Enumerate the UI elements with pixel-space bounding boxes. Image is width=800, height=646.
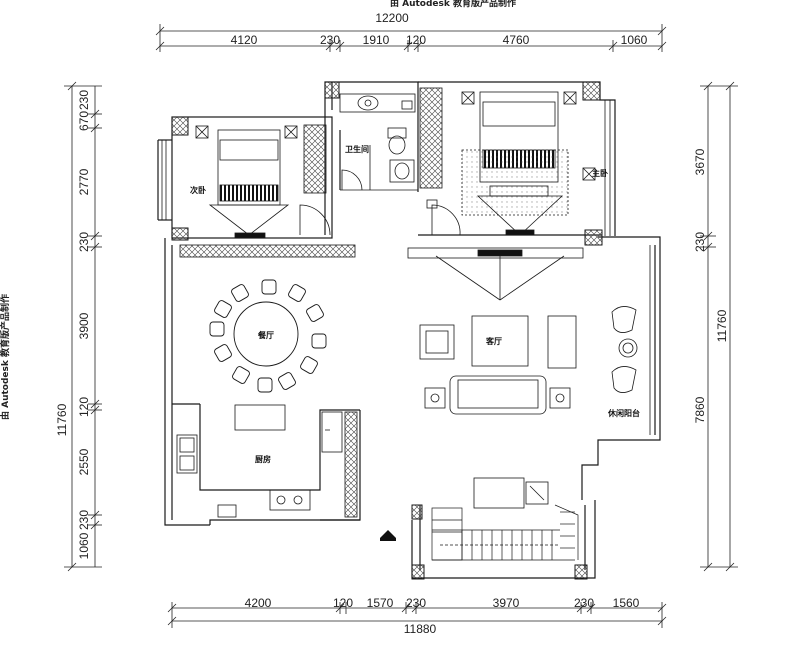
- room-label-bathroom: 卫生间: [345, 144, 369, 154]
- bottom-dimension-4: 230: [406, 596, 426, 610]
- left-dimension-9: 1060: [77, 532, 91, 559]
- bottom-dimension-7: 1560: [613, 596, 640, 610]
- bottom-dimension-3: 1570: [367, 596, 394, 610]
- kitchen-fixtures: [176, 404, 343, 518]
- left-dimension-lines: [64, 81, 102, 572]
- doors: [164, 169, 461, 400]
- staircase: [431, 504, 579, 561]
- top-dimension-lines: [155, 24, 667, 52]
- wall-columns: [171, 81, 603, 580]
- room-label-dining-room: 餐厅: [257, 330, 274, 340]
- top-dimension-4: 120: [406, 33, 426, 47]
- walls: [157, 81, 661, 579]
- left-dimension-3: 2770: [77, 168, 91, 195]
- left-dimension-5: 3900: [77, 312, 91, 339]
- right-total-dimension: 11760: [715, 309, 729, 342]
- room-label-master-bedroom: 主卧: [592, 168, 608, 178]
- secondary-bed: [195, 125, 298, 239]
- room-label-living-room: 客厅: [485, 336, 502, 346]
- bottom-total-dimension: 11880: [404, 622, 437, 636]
- entrance-arrow-icon: [380, 530, 396, 541]
- bottom-dimension-2: 120: [333, 596, 353, 610]
- bottom-dimension-5: 3970: [493, 596, 520, 610]
- master-bed: [426, 91, 596, 236]
- top-dimension-5: 4760: [503, 33, 530, 47]
- windows: [161, 100, 651, 435]
- left-total-dimension: 11760: [55, 403, 69, 436]
- bathroom-fixtures: [339, 93, 418, 191]
- balcony-furniture: [611, 306, 638, 393]
- watermark-top: 由 Autodesk 教育版产品制作: [390, 0, 516, 9]
- right-dimension-1: 3670: [693, 148, 707, 175]
- right-dimension-2: 230: [693, 232, 707, 252]
- top-dimension-1: 4120: [231, 33, 258, 47]
- living-furniture: [419, 249, 577, 415]
- right-dimension-lines: [700, 81, 738, 572]
- left-dimension-8: 230: [77, 510, 91, 530]
- top-dimension-6: 1060: [621, 33, 648, 47]
- left-dimension-1: 230: [77, 90, 91, 110]
- left-dimension-4: 230: [77, 232, 91, 252]
- dining-table: [209, 279, 327, 393]
- watermark-left: 由 Autodesk 教育版产品制作: [0, 294, 11, 420]
- top-dimension-2: 230: [320, 33, 340, 47]
- bottom-dimension-lines: [167, 602, 667, 628]
- top-total-dimension: 12200: [375, 11, 409, 25]
- bottom-dimension-6: 230: [574, 596, 594, 610]
- wardrobes: [179, 87, 584, 518]
- room-label-kitchen: 厨房: [255, 454, 271, 464]
- bottom-dimension-1: 4200: [245, 596, 272, 610]
- right-dimension-3: 7860: [693, 396, 707, 423]
- top-dimension-3: 1910: [363, 33, 390, 47]
- treadmill: [473, 477, 549, 509]
- left-dimension-7: 2550: [77, 448, 91, 475]
- room-label-secondary-bedroom: 次卧: [190, 185, 206, 195]
- room-label-leisure-balcony: 休闲阳台: [607, 408, 640, 418]
- left-dimension-2: 670: [77, 111, 91, 131]
- left-dimension-6: 120: [77, 397, 91, 417]
